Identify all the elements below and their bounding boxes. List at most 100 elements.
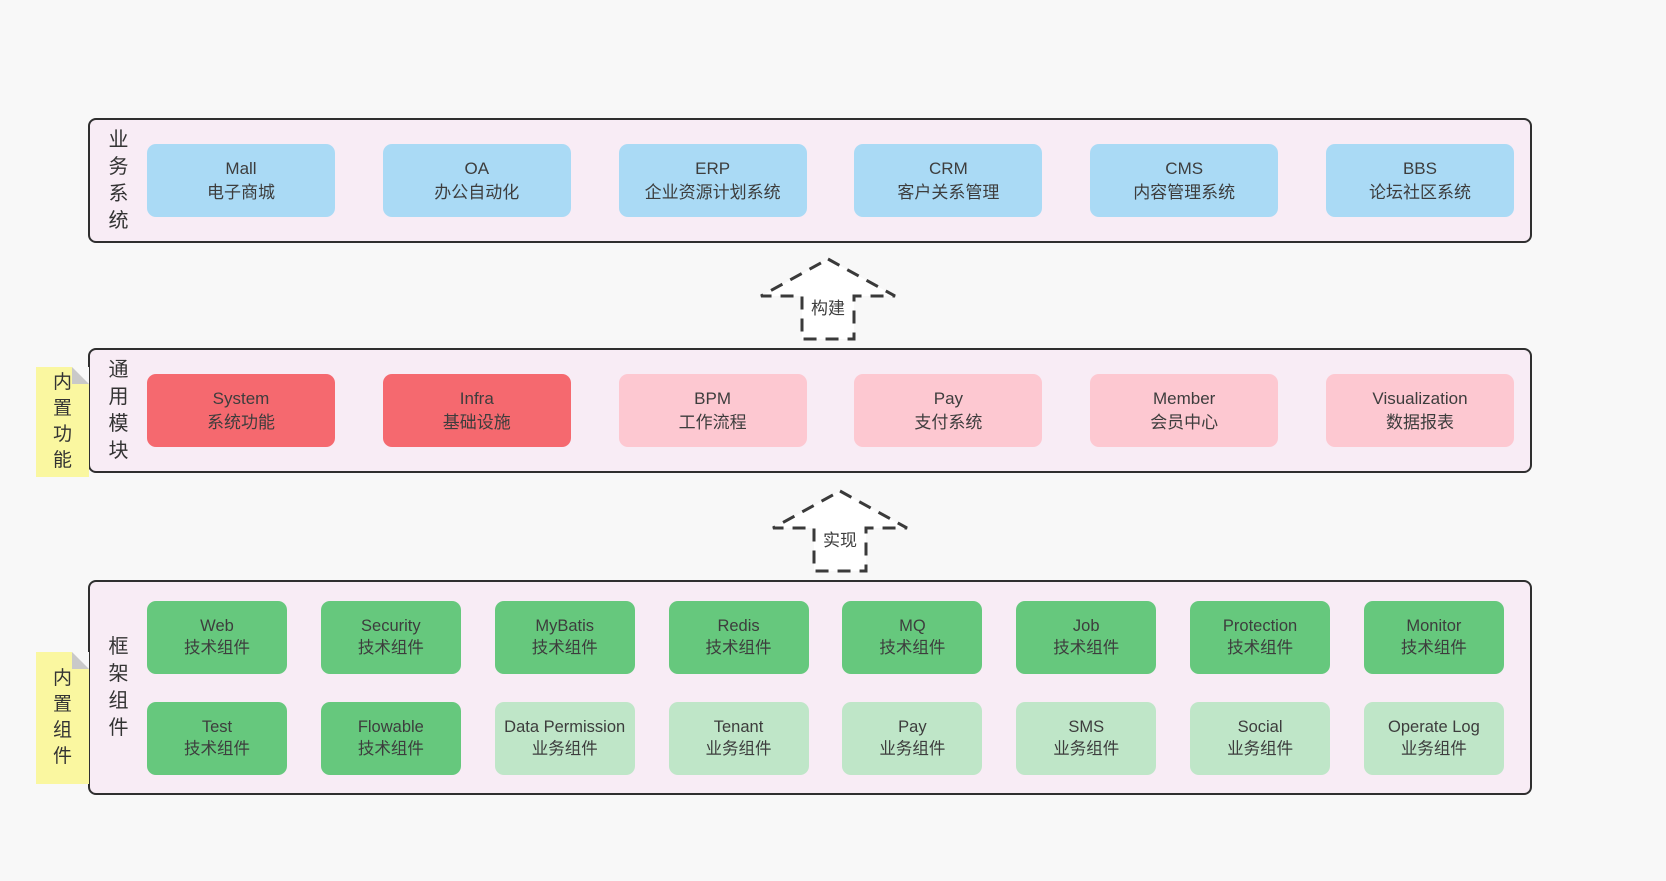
band-label-components: 框架组件 [90, 582, 147, 793]
node-subtitle: 技术组件 [357, 639, 424, 657]
node-pay-system: Pay 支付系统 [854, 374, 1043, 447]
node-title: Security [361, 617, 421, 635]
node-title: Job [1072, 617, 1100, 635]
node-title: Web [200, 617, 234, 635]
node-protection: Protection 技术组件 [1190, 600, 1331, 674]
node-subtitle: 支付系统 [914, 412, 983, 432]
node-title: ERP [695, 158, 731, 178]
node-subtitle: 工作流程 [678, 412, 747, 432]
node-title: Protection [1222, 617, 1298, 635]
node-title: MyBatis [535, 617, 595, 635]
node-title: Pay [898, 718, 927, 736]
node-subtitle: 数据报表 [1385, 412, 1454, 432]
framework-components-band: 框架组件 Web 技术组件 Security 技术组件 MyBatis 技术组件… [88, 580, 1532, 795]
node-subtitle: 技术组件 [879, 639, 946, 657]
node-security: Security 技术组件 [320, 600, 461, 674]
sticky-built-in-features: 内置功能 [36, 367, 89, 477]
node-title: Test [201, 718, 233, 736]
node-subtitle: 论坛社区系统 [1368, 182, 1471, 202]
node-title: Visualization [1372, 388, 1468, 408]
node-title: SMS [1068, 718, 1105, 736]
node-title: CMS [1165, 158, 1204, 178]
node-pay-component: Pay 业务组件 [842, 701, 983, 775]
business-systems-boxes: Mall 电子商城 OA 办公自动化 ERP 企业资源计划系统 CRM 客户关系… [147, 120, 1530, 241]
node-subtitle: 系统功能 [207, 412, 275, 432]
node-title: OA [464, 158, 490, 178]
band-label-components-text: 框架组件 [108, 635, 129, 739]
node-title: Tenant [713, 718, 764, 736]
node-title: System [212, 388, 270, 408]
node-title: Member [1153, 388, 1216, 408]
node-subtitle: 技术组件 [1400, 639, 1467, 657]
band-label-modules: 通用模块 [90, 350, 147, 471]
node-oa: OA 办公自动化 [382, 144, 571, 217]
node-subtitle: 内容管理系统 [1133, 182, 1236, 202]
node-member: Member 会员中心 [1090, 374, 1279, 447]
arrow-build: 构建 [758, 256, 898, 342]
node-title: Redis [717, 617, 760, 635]
node-subtitle: 业务组件 [1227, 740, 1294, 758]
node-test: Test 技术组件 [147, 701, 287, 775]
framework-components-row-2: Test 技术组件 Flowable 技术组件 Data Permission … [147, 701, 1504, 775]
business-systems-band: 业务系统 Mall 电子商城 OA 办公自动化 ERP 企业资源计划系统 CRM… [88, 118, 1532, 243]
node-subtitle: 技术组件 [1227, 639, 1294, 657]
common-modules-boxes: System 系统功能 Infra 基础设施 BPM 工作流程 Pay 支付系统… [147, 350, 1530, 471]
arrow-build-label: 构建 [808, 294, 848, 319]
node-monitor: Monitor 技术组件 [1363, 600, 1504, 674]
node-bbs: BBS 论坛社区系统 [1325, 144, 1514, 217]
node-subtitle: 电子商城 [207, 182, 275, 202]
node-system: System 系统功能 [147, 374, 335, 447]
node-web: Web 技术组件 [147, 600, 287, 674]
node-job: Job 技术组件 [1016, 600, 1157, 674]
node-data-permission: Data Permission 业务组件 [494, 701, 635, 775]
node-subtitle: 客户关系管理 [897, 182, 1000, 202]
node-title: CRM [929, 158, 968, 178]
node-mall: Mall 电子商城 [147, 144, 335, 217]
node-operate-log: Operate Log 业务组件 [1363, 701, 1504, 775]
node-infra: Infra 基础设施 [382, 374, 571, 447]
arrow-implement-label: 实现 [820, 526, 860, 551]
node-cms: CMS 内容管理系统 [1090, 144, 1279, 217]
node-title: Mall [225, 158, 257, 178]
framework-components-row-1: Web 技术组件 Security 技术组件 MyBatis 技术组件 Redi… [147, 600, 1504, 674]
sticky-built-in-components-text: 内置组件 [52, 668, 72, 767]
node-title: Flowable [357, 718, 424, 736]
common-modules-band: 通用模块 System 系统功能 Infra 基础设施 BPM 工作流程 Pay… [88, 348, 1532, 473]
node-crm: CRM 客户关系管理 [854, 144, 1043, 217]
node-subtitle: 技术组件 [184, 740, 250, 758]
node-mybatis: MyBatis 技术组件 [494, 600, 635, 674]
node-title: Pay [933, 388, 964, 408]
framework-components-rows: Web 技术组件 Security 技术组件 MyBatis 技术组件 Redi… [147, 582, 1530, 793]
node-subtitle: 基础设施 [442, 412, 511, 432]
node-title: BPM [694, 388, 732, 408]
sticky-built-in-components: 内置组件 [36, 652, 89, 784]
band-label-business: 业务系统 [90, 120, 147, 241]
node-redis: Redis 技术组件 [668, 600, 809, 674]
node-flowable: Flowable 技术组件 [320, 701, 461, 775]
node-subtitle: 业务组件 [705, 740, 772, 758]
node-subtitle: 技术组件 [705, 639, 772, 657]
sticky-built-in-features-text: 内置功能 [52, 372, 72, 471]
node-subtitle: 企业资源计划系统 [644, 182, 781, 202]
node-title: Data Permission [504, 718, 626, 736]
node-subtitle: 技术组件 [531, 639, 598, 657]
node-subtitle: 会员中心 [1150, 412, 1219, 432]
node-title: Operate Log [1388, 718, 1480, 736]
node-subtitle: 业务组件 [1400, 740, 1467, 758]
node-subtitle: 技术组件 [1053, 639, 1120, 657]
node-subtitle: 技术组件 [184, 639, 250, 657]
node-title: MQ [899, 617, 926, 635]
node-title: Infra [459, 388, 494, 408]
node-erp: ERP 企业资源计划系统 [618, 144, 807, 217]
arrow-implement: 实现 [770, 488, 910, 574]
node-visualization: Visualization 数据报表 [1325, 374, 1514, 447]
node-tenant: Tenant 业务组件 [668, 701, 809, 775]
node-subtitle: 业务组件 [879, 740, 946, 758]
node-subtitle: 业务组件 [1053, 740, 1120, 758]
node-bpm: BPM 工作流程 [618, 374, 807, 447]
node-title: Social [1237, 718, 1283, 736]
node-title: BBS [1402, 158, 1437, 178]
node-subtitle: 技术组件 [357, 740, 424, 758]
node-social: Social 业务组件 [1190, 701, 1331, 775]
